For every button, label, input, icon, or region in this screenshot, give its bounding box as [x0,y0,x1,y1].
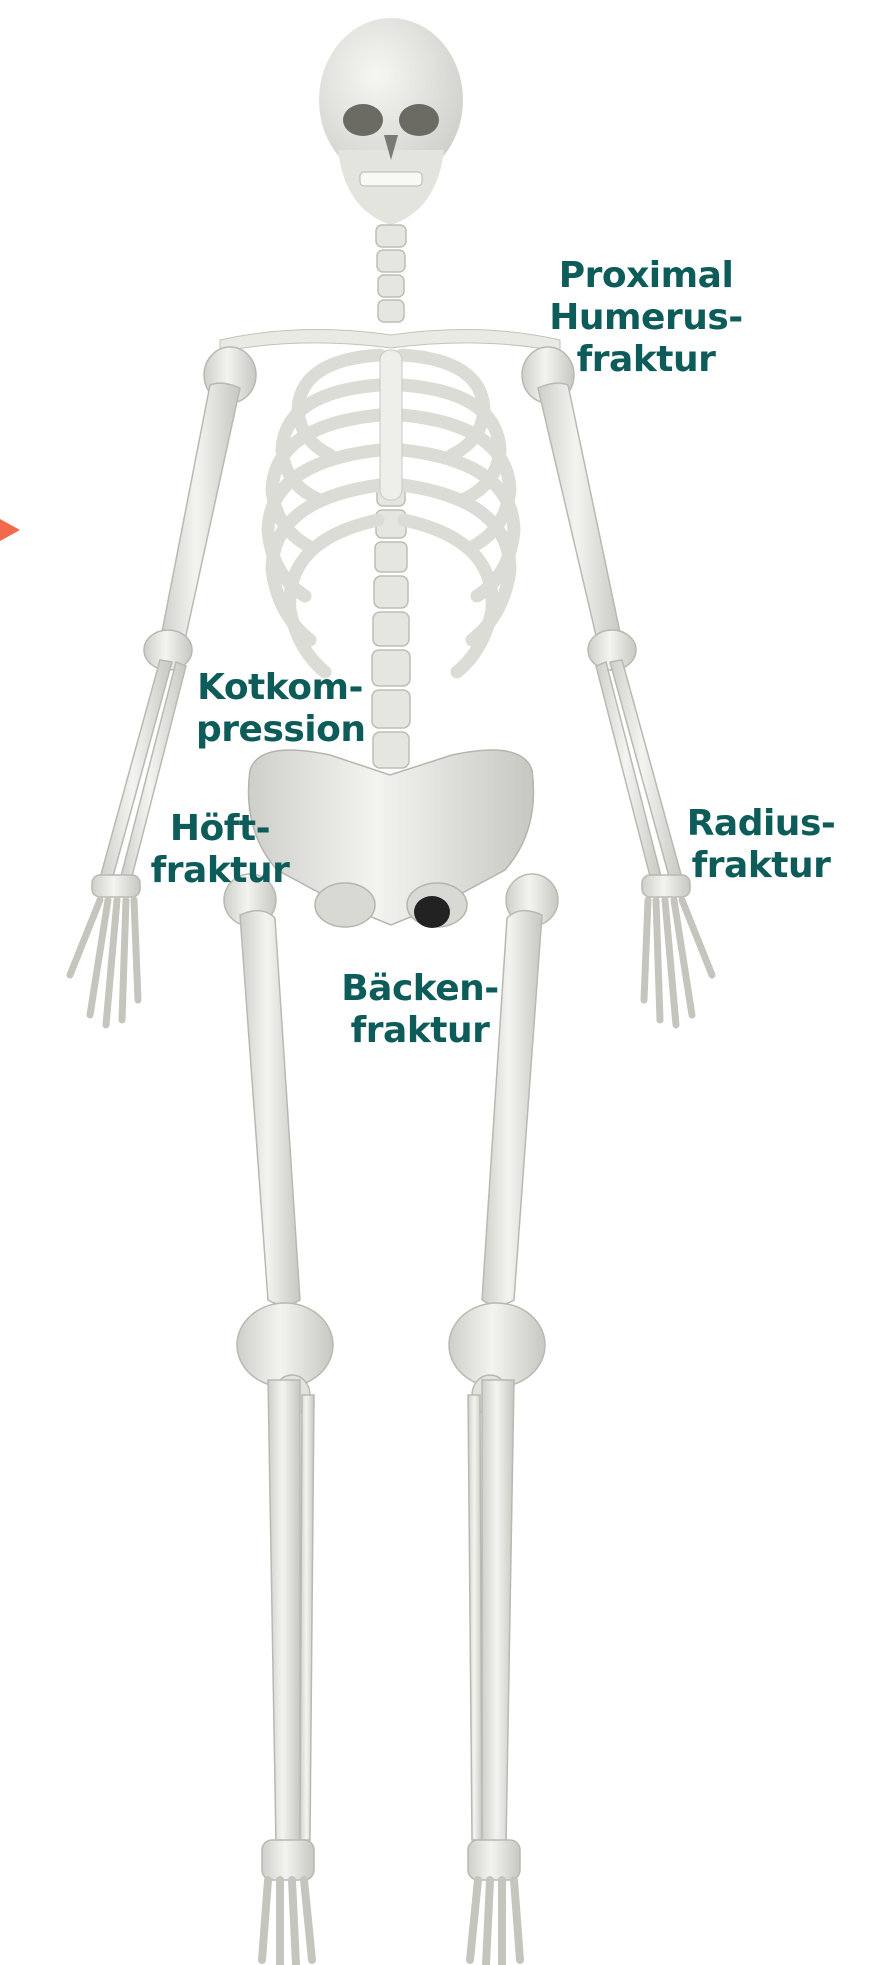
sternum [380,350,402,500]
pelvis [249,750,534,928]
label-backenfraktur: Bäcken- fraktur [335,968,505,1052]
label-kotkompression: Kotkom- pression [196,667,364,751]
label-line: Radius- [686,803,836,845]
label-proximal-humerusfraktur: Proximal Humerus- fraktur [548,255,744,381]
arrow-right-icon [0,519,20,541]
label-line: fraktur [548,339,744,381]
foot-left [262,1880,312,1965]
label-line: Proximal [548,255,744,297]
label-line: Kotkom- [196,667,364,709]
label-line: fraktur [686,845,836,887]
hand-left [70,900,138,1025]
hand-right [644,900,712,1025]
label-line: Humerus- [548,297,744,339]
leg-left [224,874,333,1880]
foot-right [470,1880,520,1965]
label-hoftfraktur: Höft- fraktur [150,808,290,892]
clavicles [220,330,560,352]
arm-right [522,347,690,897]
label-line: Bäcken- [335,968,505,1010]
label-line: fraktur [150,850,290,892]
label-radiusfraktur: Radius- fraktur [686,803,836,887]
label-line: pression [196,709,364,751]
skull [319,18,463,225]
label-line: Höft- [150,808,290,850]
label-line: fraktur [335,1010,505,1052]
